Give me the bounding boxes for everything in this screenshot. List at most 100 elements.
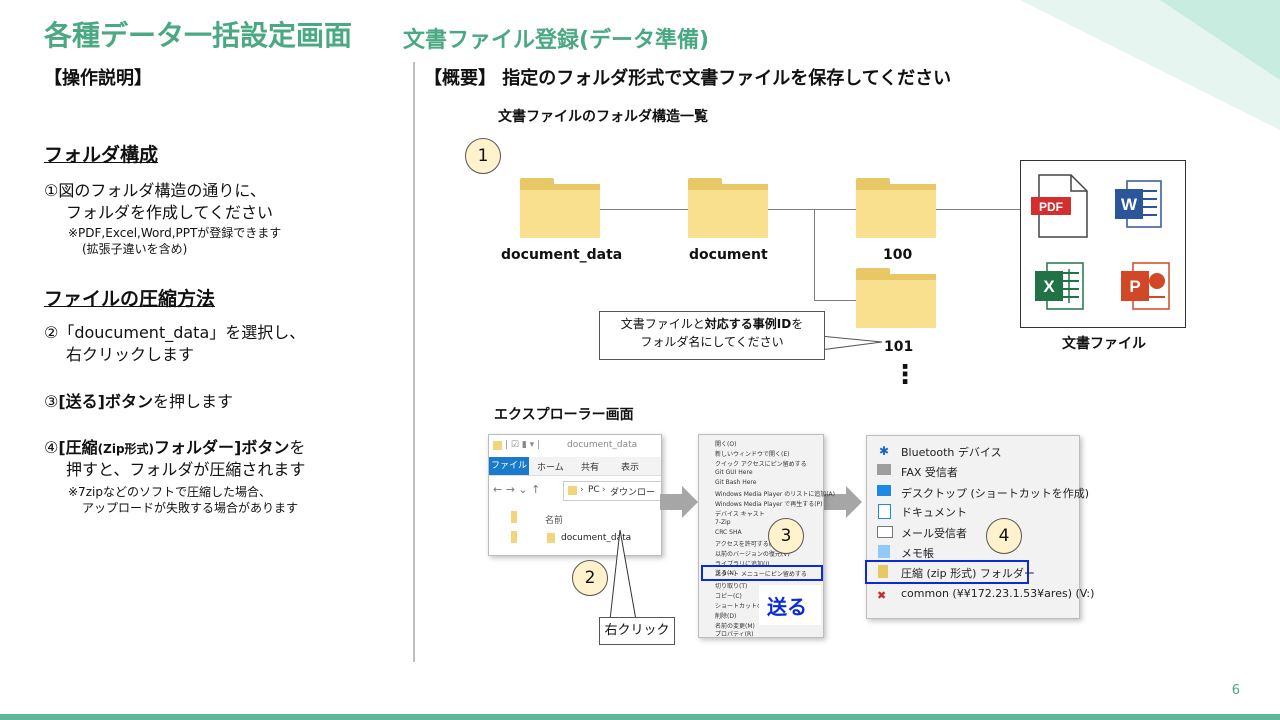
step2-line2: 右クリックします (66, 345, 195, 364)
connector-line-vertical (814, 209, 815, 300)
context-menu-item[interactable]: 7-Zip (715, 519, 731, 526)
context-menu-item[interactable]: デバイス キャスト (715, 511, 765, 518)
step2-line1: ②「doucument_data」を選択し、 (44, 323, 306, 342)
send-label: 送る (767, 595, 807, 619)
right-section-title: 【概要】 指定のフォルダ形式で文書ファイルを保存してください (424, 68, 952, 89)
step4-suffix: を (289, 438, 306, 457)
callout-text-line2: フォルダ名にしてください (640, 335, 784, 349)
context-menu-item[interactable]: ショートカットの作成(S) (715, 603, 784, 610)
context-menu-item[interactable]: Git Bash Here (715, 479, 757, 486)
context-menu-item[interactable]: CRC SHA (715, 529, 742, 536)
folder-icon (688, 178, 768, 238)
explorer-window: | ☑ ▮ ▾ | document_data ファイル ホーム 共有 表示 ←… (488, 434, 663, 556)
context-menu-item[interactable]: Windows Media Player で再生する(P) (715, 501, 823, 508)
send-to-desktop[interactable]: デスクトップ (ショートカットを作成) (901, 487, 1090, 500)
send-to-network-drive[interactable]: common (¥¥172.23.1.53¥ares) (V:) (901, 587, 1095, 600)
folder-name-callout: 文書ファイルと対応する事例IDを フォルダ名にしてください (599, 311, 825, 360)
notepad-icon (878, 545, 890, 558)
folder-label-100: 100 (883, 247, 913, 263)
nav-pane-folder-icon (511, 531, 517, 543)
send-to-zip-folder[interactable]: 圧縮 (zip 形式) フォルダー (901, 567, 1035, 580)
step-circle-2: 2 (572, 560, 608, 596)
document-icon (878, 504, 891, 519)
send-to-highlight[interactable] (701, 565, 823, 581)
explorer-tab-share[interactable]: 共有 (581, 463, 600, 473)
explorer-item-document-data[interactable]: document_data (561, 533, 632, 543)
send-to-fax[interactable]: FAX 受信者 (901, 466, 958, 479)
network-drive-icon: ✖ (877, 589, 887, 602)
fax-icon (877, 464, 891, 475)
send-to-mail[interactable]: メール受信者 (901, 527, 967, 540)
compress-heading: ファイルの圧縮方法 (44, 288, 216, 310)
callout-text-c: を (791, 317, 804, 331)
context-menu-item[interactable]: 新しいウィンドウで開く(E) (715, 451, 790, 458)
address-pc: PC (588, 485, 600, 495)
step1-note2: (拡張子違いを含め) (82, 242, 188, 256)
vertical-divider (413, 62, 415, 662)
context-menu-item[interactable]: 以前のバージョンの復元(V) (715, 551, 790, 558)
address-downloads: ダウンロー (610, 488, 656, 498)
connector-line-main (600, 209, 1020, 210)
context-menu-item[interactable]: 切り取り(T) (715, 583, 748, 590)
context-menu-item[interactable]: 削除(D) (715, 613, 737, 620)
chevron-right-icon: › (602, 485, 606, 495)
context-menu-item[interactable]: 名前の変更(M) (715, 623, 755, 630)
step1-line1: ①図のフォルダ構造の通りに、 (44, 181, 266, 200)
explorer-title: document_data (567, 440, 638, 450)
folder-icon (520, 178, 600, 238)
explorer-nav-arrows[interactable]: ← → ⌄ ↑ (493, 483, 541, 496)
context-menu-item-send-to[interactable]: 送る(N) (715, 570, 737, 577)
right-click-pointer (609, 529, 637, 621)
powerpoint-icon-label: P (1129, 277, 1140, 296)
context-menu-item[interactable]: スタート メニューにピン留めする (715, 571, 807, 578)
folder-icon (856, 268, 936, 328)
powerpoint-icon: P (1121, 262, 1170, 310)
callout-text-b: 対応する事例ID (704, 317, 792, 331)
explorer-address-bar[interactable]: › PC › ダウンロー (563, 481, 663, 501)
step4-note1: ※7zipなどのソフトで圧縮した場合、 (68, 485, 271, 499)
send-to-bluetooth[interactable]: Bluetooth デバイス (901, 446, 1002, 459)
send-to-notepad[interactable]: メモ帳 (901, 547, 934, 560)
step-circle-4: 4 (986, 518, 1022, 554)
step3-text: ③[送る]ボタンを押します (44, 391, 233, 413)
context-menu-item[interactable]: Windows Media Player のリストに追加(A) (715, 491, 835, 498)
folder-label-document-data: document_data (501, 247, 623, 263)
explorer-qa-icons: | ☑ ▮ ▾ | (505, 440, 541, 450)
step-circle-3: 3 (768, 518, 804, 554)
step3-prefix: ③ (44, 392, 59, 411)
step4-prefix: ④ (44, 438, 59, 457)
context-menu-item[interactable]: 開く(O) (715, 441, 737, 448)
page-number: 6 (1231, 683, 1240, 698)
pdf-icon-label: PDF (1039, 200, 1063, 214)
bottom-bar (0, 714, 1280, 720)
send-to-documents[interactable]: ドキュメント (901, 506, 967, 519)
context-menu-item[interactable]: プロパティ(R) (715, 631, 754, 638)
column-header-name: 名前 (545, 516, 564, 526)
explorer-tab-file[interactable]: ファイル (489, 457, 529, 475)
context-menu-item[interactable]: クイック アクセスにピン留めする (715, 461, 807, 468)
explorer-tab-home[interactable]: ホーム (537, 463, 564, 473)
explorer-tab-view[interactable]: 表示 (621, 463, 640, 473)
context-menu-item[interactable]: ライブラリに追加(I) (715, 561, 770, 568)
chevron-right-icon: › (580, 485, 584, 495)
corner-decoration-inner (1160, 0, 1280, 80)
step-circle-1: 1 (465, 138, 501, 174)
excel-icon: X (1035, 262, 1084, 310)
folder-icon (568, 486, 577, 495)
step4-text: ④[圧縮(Zip形式)フォルダー]ボタンを (44, 437, 305, 460)
step1-note1: ※PDF,Excel,Word,PPTが登録できます (68, 226, 282, 240)
mail-icon (877, 526, 893, 538)
context-menu-item[interactable]: アクセスを許可する(G) (715, 541, 779, 548)
context-menu-item[interactable]: コピー(C) (715, 593, 742, 600)
desktop-icon (877, 485, 891, 496)
nav-pane-folder-icon (511, 511, 517, 523)
explorer-titlebar: | ☑ ▮ ▾ | document_data (489, 435, 661, 457)
context-menu-item[interactable]: Git GUI Here (715, 469, 753, 476)
step4-note2: アップロードが失敗する場合があります (82, 501, 299, 515)
folder-label-101: 101 (884, 339, 914, 355)
connector-line-101 (814, 300, 856, 301)
word-icon: W (1115, 180, 1162, 228)
document-files-box: PDF W X P (1020, 160, 1186, 328)
zip-folder-highlight[interactable] (865, 560, 1029, 584)
folder-icon (493, 441, 502, 450)
